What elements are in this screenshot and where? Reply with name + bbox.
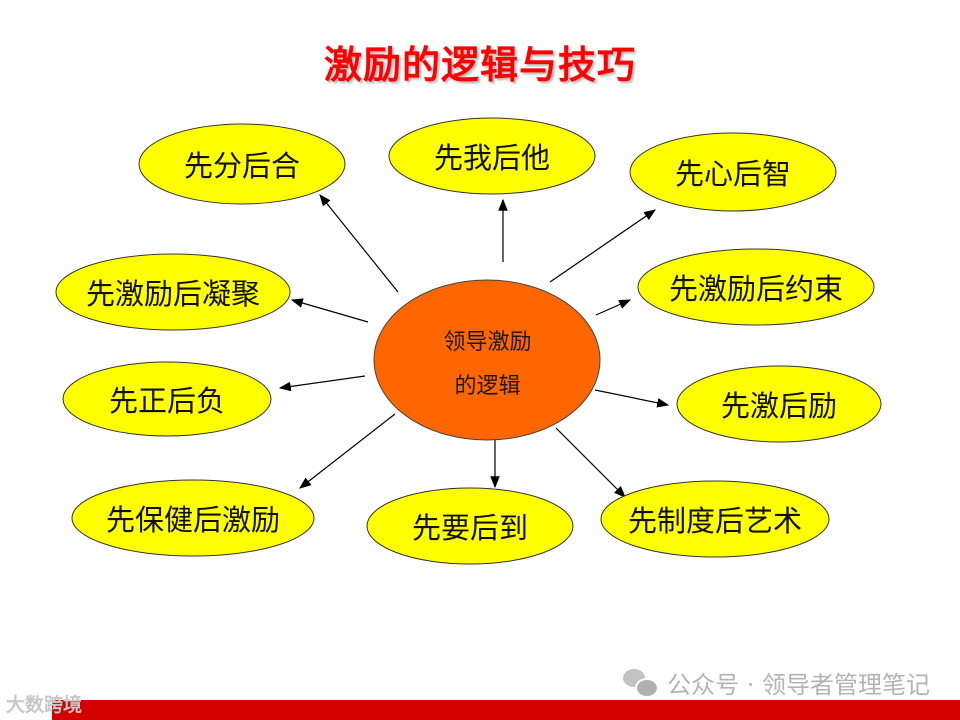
- watermark-text: 公众号 · 领导者管理笔记: [667, 671, 930, 699]
- center-line-2: 的逻辑: [454, 374, 521, 399]
- node-top-left: 先分后合: [183, 149, 300, 183]
- watermark: 公众号 · 领导者管理笔记: [623, 665, 930, 700]
- node-bottom-right: 先制度后艺术: [627, 504, 802, 538]
- center-node: 领导激励 的逻辑: [375, 300, 600, 430]
- node-left-mid: 先正后负: [108, 384, 225, 418]
- node-bottom: 先要后到: [411, 511, 528, 545]
- center-line-1: 领导激励: [443, 330, 532, 355]
- node-ellipses: [55, 117, 882, 565]
- node-right-mid: 先激后励: [720, 389, 837, 423]
- node-right-upper: 先激励后约束: [668, 272, 843, 306]
- node-left-upper: 先激励后凝聚: [85, 277, 260, 311]
- center-ellipse: [373, 279, 601, 441]
- footer-bar: [52, 700, 960, 720]
- connector-arrows: [278, 194, 670, 498]
- node-bottom-left: 先保健后激励: [105, 503, 280, 537]
- slide-title: 激励的逻辑与技巧: [323, 43, 636, 87]
- node-top-right: 先心后智: [674, 157, 791, 191]
- wechat-icon: [623, 668, 660, 698]
- logo-text: 大数跨境: [6, 694, 83, 716]
- node-top: 先我后他: [433, 141, 550, 175]
